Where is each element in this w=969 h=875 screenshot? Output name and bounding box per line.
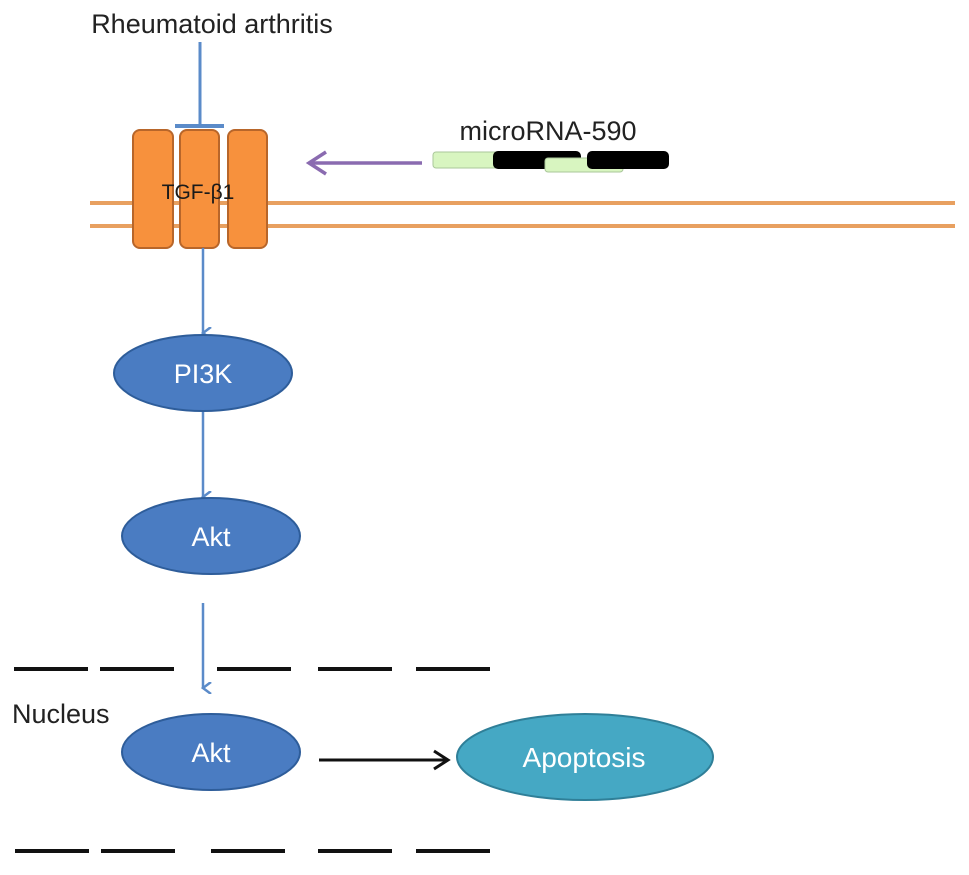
akt-label: Akt [191, 522, 231, 552]
rheumatoid-arthritis-label: Rheumatoid arthritis [91, 9, 333, 39]
akt-nucleus-label: Akt [191, 738, 231, 768]
arrow-akt-to-apoptosis [319, 749, 451, 771]
inhibition-edge [175, 42, 224, 128]
nucleus-label: Nucleus [12, 699, 110, 729]
microrna-arrow [305, 150, 422, 176]
receptor-subunit [179, 129, 220, 249]
receptor-subunit [132, 129, 174, 249]
apoptosis-node: Apoptosis [456, 713, 714, 801]
pi3k-label: PI3K [174, 359, 233, 389]
apoptosis-label: Apoptosis [523, 742, 646, 773]
receptor-label: TGF-β1 [162, 181, 235, 204]
akt-nucleus-node: Akt [121, 713, 301, 791]
pi3k-node: PI3K [113, 334, 293, 412]
tgf-beta1-receptor: TGF-β1 [132, 129, 268, 249]
receptor-subunit [227, 129, 268, 249]
microrna-strand [432, 151, 669, 173]
microrna-label: microRNA-590 [459, 116, 636, 146]
akt-node: Akt [121, 497, 301, 575]
